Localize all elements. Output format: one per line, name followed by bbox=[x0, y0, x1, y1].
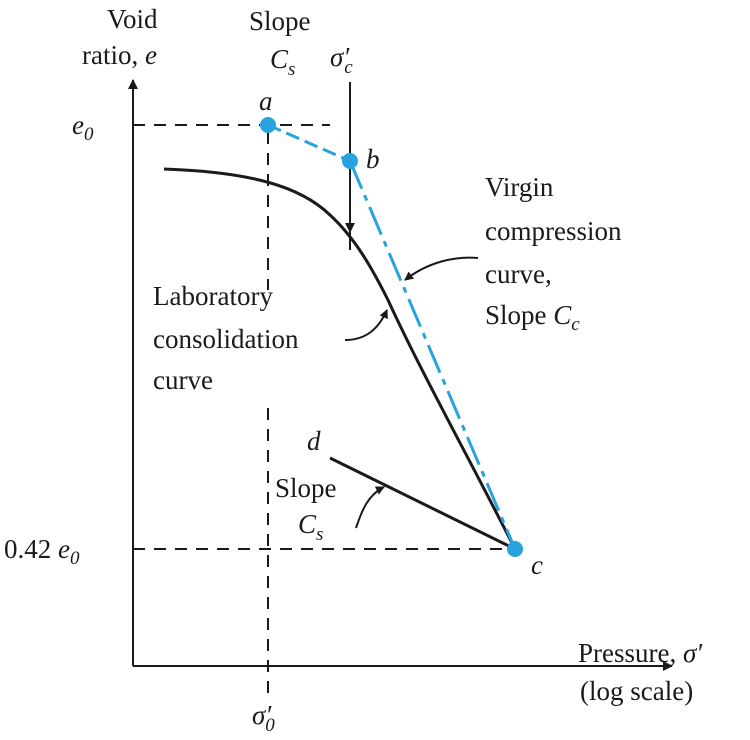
slope-cs-top-line1: Slope bbox=[249, 6, 311, 36]
y-axis-title-line2: ratio, e bbox=[82, 40, 157, 70]
lab-leader-arrow bbox=[344, 309, 388, 341]
slope-cs-low-line1: Slope bbox=[275, 473, 337, 503]
slope-cs-top-line2: Cs bbox=[270, 44, 295, 80]
point-a-marker bbox=[260, 117, 276, 133]
tick-sigma0: σ′0 bbox=[252, 700, 275, 736]
x-axis-title-line2: (log scale) bbox=[580, 676, 693, 706]
point-c-label: c bbox=[531, 550, 543, 580]
virgin-label-line4: Slope Cc bbox=[485, 300, 580, 335]
point-a-label: a bbox=[259, 86, 273, 116]
virgin-label-line3: curve, bbox=[485, 259, 552, 289]
virgin-label-line1: Virgin bbox=[485, 172, 554, 202]
recompression-segment-ab bbox=[267, 123, 351, 163]
lab-label-line2: consolidation bbox=[153, 324, 299, 354]
sigma-c-label: σ′c bbox=[330, 42, 353, 78]
lab-label-line1: Laboratory bbox=[153, 281, 273, 311]
point-b-marker bbox=[342, 153, 358, 169]
tick-e0: e0 bbox=[72, 110, 94, 145]
y-axis-title-line1: Void bbox=[107, 4, 158, 34]
virgin-compression-line bbox=[348, 160, 517, 550]
virgin-leader-arrow bbox=[404, 256, 479, 281]
lab-label-line3: curve bbox=[153, 365, 213, 395]
laboratory-consolidation-curve bbox=[163, 167, 517, 550]
slope-cs-low-line2: Cs bbox=[298, 509, 323, 545]
tick-042-e0: 0.42 e0 bbox=[4, 534, 80, 569]
virgin-label-line2: compression bbox=[485, 216, 622, 246]
point-d-label: d bbox=[307, 426, 321, 456]
slope-cs-leader-arrow bbox=[355, 486, 385, 529]
point-c-marker bbox=[507, 541, 523, 557]
unloading-line-cd bbox=[329, 456, 516, 551]
x-axis-title-line1: Pressure, σ′ bbox=[578, 638, 703, 668]
point-b-label: b bbox=[366, 144, 380, 174]
